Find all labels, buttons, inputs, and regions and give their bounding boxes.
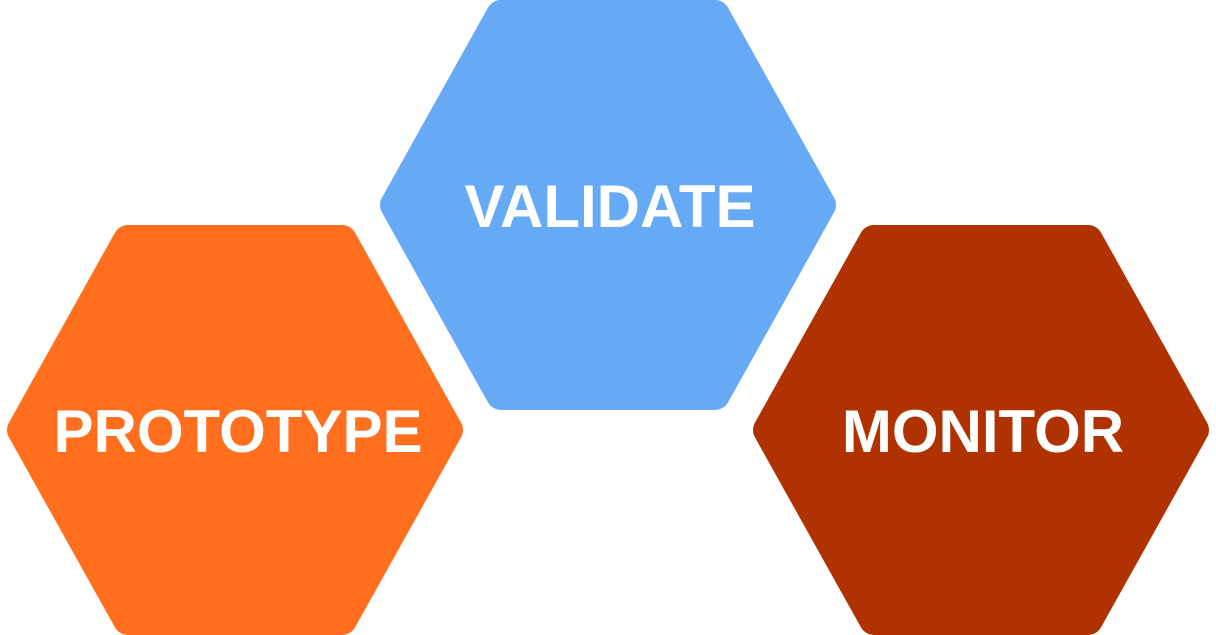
hexagon-monitor: MONITOR — [753, 225, 1209, 635]
prototype-label: PROTOTYPE — [54, 398, 423, 465]
hexagon-prototype: PROTOTYPE — [7, 225, 463, 635]
hexagon-validate: VALIDATE — [380, 0, 836, 410]
hexagon-validate-shape — [380, 0, 836, 410]
monitor-label: MONITOR — [842, 398, 1124, 465]
hexagon-prototype-shape — [7, 225, 463, 635]
validate-label: VALIDATE — [464, 173, 755, 240]
hexagon-monitor-shape — [753, 225, 1209, 635]
